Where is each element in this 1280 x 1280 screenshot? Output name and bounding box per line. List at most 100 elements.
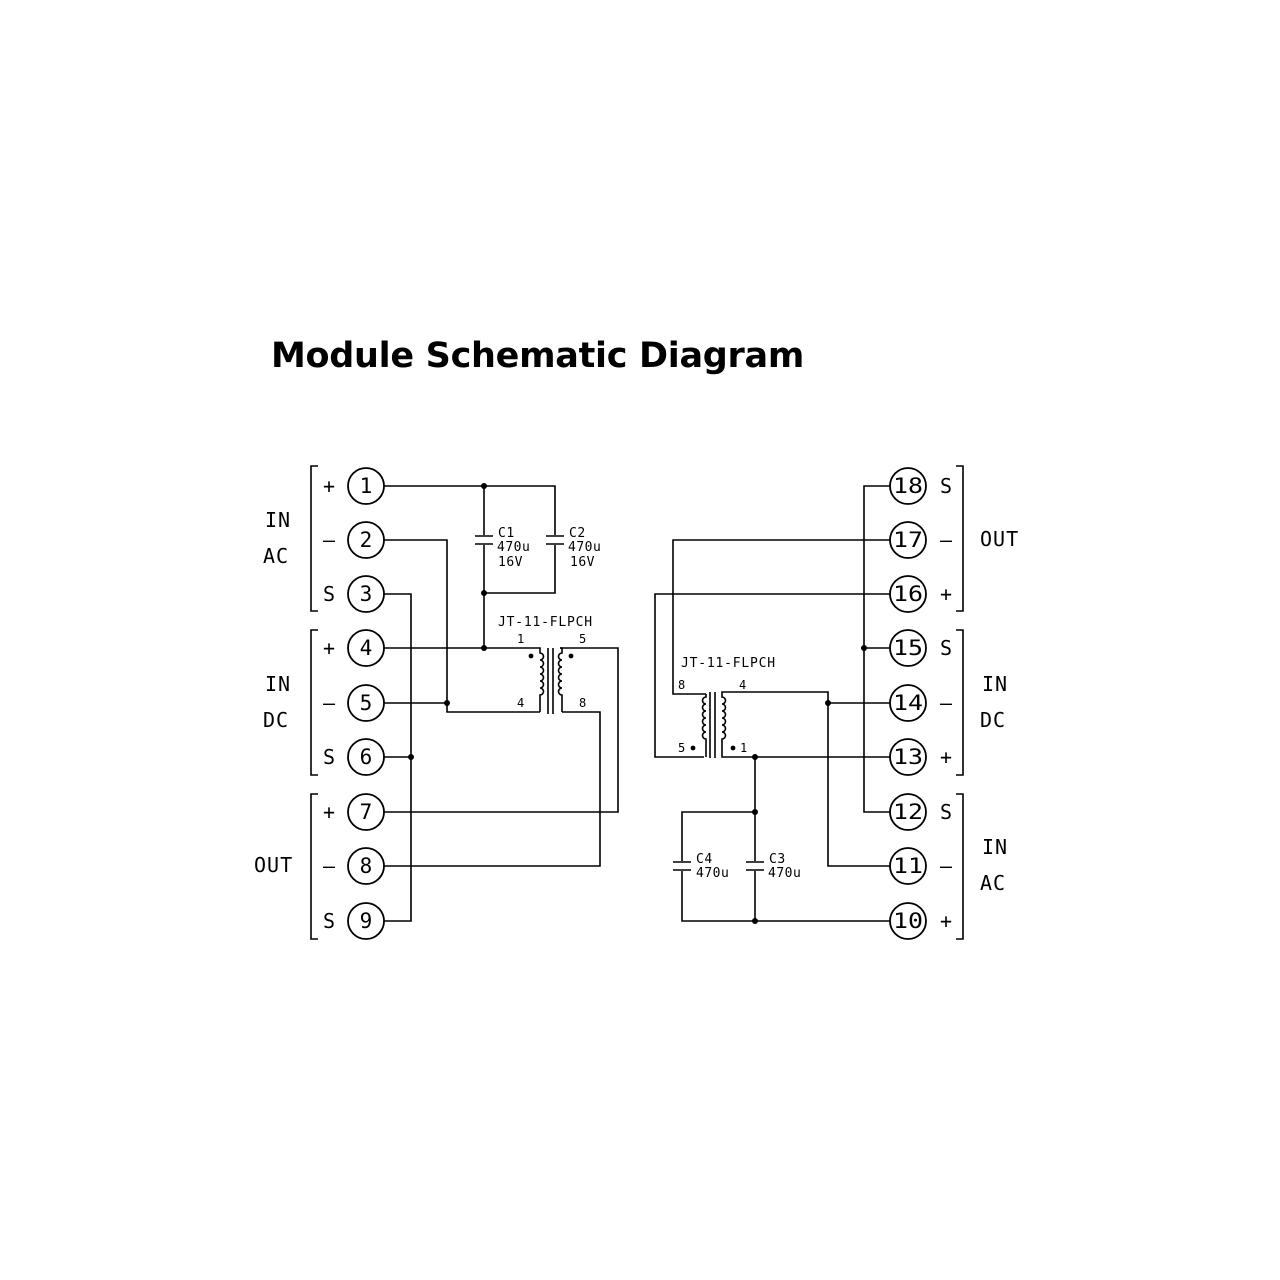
terminal-sign: +: [940, 582, 952, 606]
terminal-7: 7+: [323, 793, 385, 831]
terminal-13: 13+: [889, 738, 952, 776]
terminal-number: 3: [360, 582, 373, 606]
terminal-2: 2–: [323, 521, 385, 559]
group-brackets: [310, 465, 964, 940]
terminal-circle: [347, 467, 385, 505]
group-label: AC: [263, 544, 289, 568]
junction-dot: [481, 483, 487, 489]
bracket-right-out: [956, 465, 964, 612]
terminal-circle: [347, 847, 385, 885]
junction-dot: [752, 918, 758, 924]
transformer-1: JT-11-FLPCH 1 5 4 8: [498, 615, 593, 714]
terminal-9: 9S: [323, 902, 385, 940]
terminal-sign: +: [940, 909, 952, 933]
group-label: DC: [980, 708, 1006, 732]
group-label: OUT: [980, 527, 1019, 551]
terminal-circle: [889, 684, 927, 722]
terminal-number: 16: [893, 582, 923, 606]
terminal-circle: [889, 793, 927, 831]
terminal-5: 5–: [323, 684, 385, 722]
terminal-6: 6S: [323, 738, 385, 776]
terminal-number: 6: [360, 745, 373, 769]
group-labels: IN AC IN DC OUT OUT IN DC IN AC: [254, 508, 1019, 895]
cap-ref: C3: [769, 852, 786, 867]
terminal-sign: S: [940, 474, 952, 498]
polarity-dot: [568, 653, 574, 659]
junction-dot: [481, 590, 487, 596]
pin-label: 5: [579, 632, 586, 646]
terminal-sign: S: [940, 800, 952, 824]
wire-c2-bottom: [484, 540, 556, 594]
junction-dot: [444, 700, 450, 706]
terminal-sign: –: [323, 854, 336, 878]
terminal-3: 3S: [323, 575, 385, 613]
terminal-sign: +: [323, 474, 335, 498]
wire-xfmr1-pin5-to-t7: [384, 647, 619, 813]
terminal-17: 17–: [889, 521, 953, 559]
junction-dot: [481, 645, 487, 651]
terminal-sign: –: [940, 691, 953, 715]
group-label: IN: [265, 672, 291, 696]
terminal-8: 8–: [323, 847, 385, 885]
terminal-number: 9: [360, 909, 373, 933]
transformer-part: JT-11-FLPCH: [681, 656, 776, 671]
terminal-circle: [347, 629, 385, 667]
junction-dot: [861, 645, 867, 651]
pin-label: 4: [739, 678, 746, 692]
terminal-number: 5: [360, 691, 373, 715]
terminal-sign: S: [940, 636, 952, 660]
terminal-circle: [889, 902, 927, 940]
secondary-winding: [557, 647, 563, 712]
terminal-sign: +: [323, 636, 335, 660]
terminal-circle: [889, 629, 927, 667]
wire-c4-top: [681, 811, 755, 866]
terminal-14: 14–: [889, 684, 953, 722]
bracket-right-in-dc: [956, 629, 964, 776]
wire-t17-to-xfmr2-pin8: [672, 539, 890, 695]
polarity-dot: [528, 653, 534, 659]
bracket-right-in-ac: [956, 793, 964, 940]
terminal-10: 10 +: [889, 902, 952, 940]
cap-voltage: 16V: [498, 555, 523, 570]
primary-winding: [534, 647, 545, 712]
terminal-sign: –: [940, 528, 953, 552]
terminal-number: 11: [893, 854, 923, 878]
terminal-4: 4+: [323, 629, 385, 667]
junction-dot: [408, 754, 414, 760]
terminal-number: 8: [360, 854, 373, 878]
wiring: [384, 485, 890, 922]
terminal-16: 16 +: [889, 575, 952, 613]
cap-ref: C2: [569, 526, 586, 541]
terminal-number: 13: [893, 745, 923, 769]
group-label: IN: [982, 835, 1008, 859]
terminal-number: 10: [893, 909, 923, 933]
wire-t1-to-c2: [384, 485, 556, 540]
cap-ref: C1: [498, 526, 515, 541]
left-winding: [701, 694, 707, 757]
capacitor-c3: C3 470u: [745, 852, 801, 881]
pin-label: 5: [678, 741, 685, 755]
terminal-number: 7: [360, 800, 373, 824]
right-winding: [721, 691, 727, 758]
pin-label: 8: [678, 678, 685, 692]
polarity-dot: [690, 745, 696, 751]
transformer-part: JT-11-FLPCH: [498, 615, 593, 630]
wire-xfmr2-pin4-to-t11: [724, 691, 890, 867]
capacitor-c2: C2 470u 16V: [545, 526, 601, 570]
terminal-sign: –: [323, 691, 336, 715]
page-title: Module Schematic Diagram: [271, 336, 804, 376]
cap-voltage: 16V: [570, 555, 595, 570]
junction-dot: [752, 754, 758, 760]
terminal-circle: [347, 793, 385, 831]
transformer-2: JT-11-FLPCH 8 4 5 1: [678, 656, 776, 758]
terminal-number: 1: [360, 474, 373, 498]
terminal-number: 17: [893, 528, 923, 552]
terminal-sign: S: [323, 582, 335, 606]
capacitor-c4: C4 470u: [672, 852, 729, 881]
terminal-number: 2: [360, 528, 373, 552]
group-label: OUT: [254, 853, 293, 877]
capacitor-c1: C1 470u 16V: [474, 526, 530, 570]
